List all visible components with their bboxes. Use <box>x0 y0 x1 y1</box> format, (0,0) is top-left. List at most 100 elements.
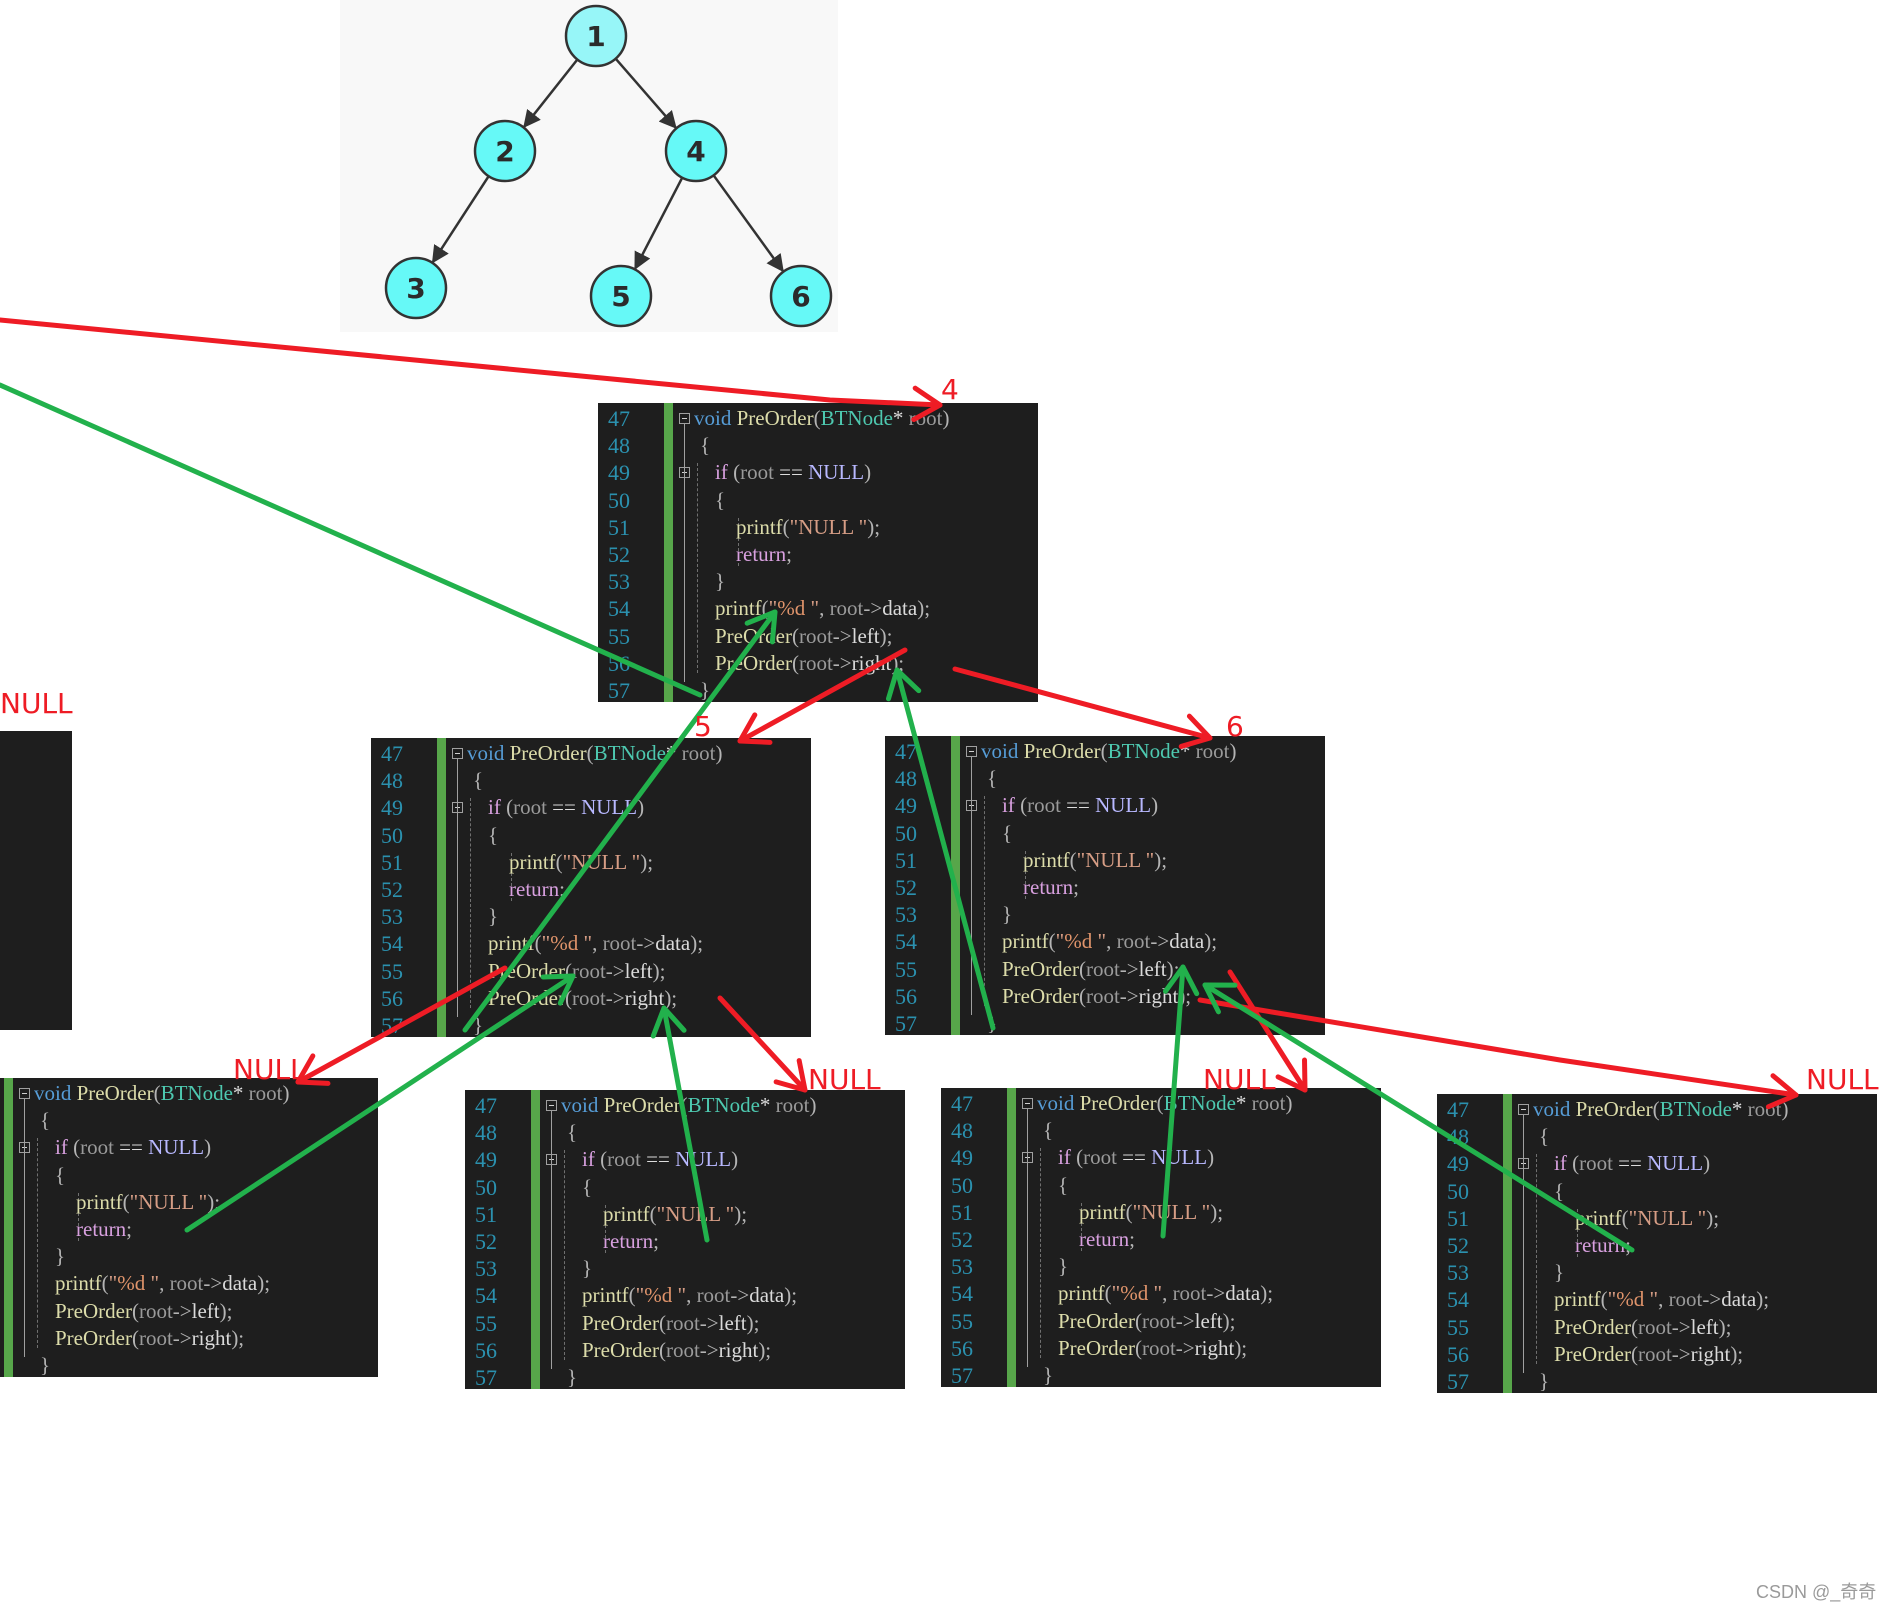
line-number: 54 <box>1447 1287 1469 1313</box>
code-token: root <box>1116 929 1151 954</box>
fold-toggle-icon[interactable] <box>452 748 463 759</box>
code-token: ); <box>734 1201 748 1226</box>
node-label-node-6: 6 <box>1226 710 1244 743</box>
tree-node-circle <box>473 119 537 183</box>
code-token: ( <box>1630 1341 1638 1366</box>
code-token: ) <box>715 741 723 765</box>
fold-toggle-icon[interactable] <box>679 413 690 424</box>
fold-guide-line <box>551 1111 552 1369</box>
code-token: " <box>768 596 778 621</box>
code-token <box>34 1135 55 1159</box>
code-token: ( <box>813 406 821 430</box>
code-token: ( <box>131 1298 139 1323</box>
code-token: %d <box>117 1271 146 1296</box>
code-token <box>694 651 715 675</box>
code-token <box>467 850 509 874</box>
code-line: printf("%d ", root->data); <box>467 930 703 957</box>
code-token: ( <box>1600 1287 1608 1312</box>
code-token: right <box>1138 983 1179 1008</box>
code-token: PreOrder <box>76 1081 154 1105</box>
line-number: 52 <box>951 1227 973 1252</box>
fold-toggle-icon[interactable] <box>966 746 977 757</box>
change-indicator-bar <box>4 1078 13 1377</box>
line-number: 54 <box>475 1283 497 1309</box>
code-token: printf <box>488 931 535 956</box>
line-number: 57 <box>608 678 630 702</box>
code-token: -> <box>1119 983 1139 1008</box>
line-number: 55 <box>951 1308 973 1334</box>
code-token: ; <box>126 1217 132 1241</box>
code-token: -> <box>172 1298 192 1323</box>
line-number: 50 <box>951 1172 973 1198</box>
line-number: 57 <box>381 1013 403 1037</box>
code-line: void PreOrder(BTNode* root) <box>467 740 722 767</box>
line-number: 49 <box>951 1145 973 1171</box>
code-token: -> <box>1150 929 1170 954</box>
code-line: printf("%d ", root->data); <box>34 1270 270 1297</box>
code-token <box>34 1163 55 1187</box>
code-token: ; <box>786 542 792 566</box>
code-token: printf <box>1575 1205 1622 1230</box>
code-line: } <box>987 1010 997 1035</box>
code-token <box>694 569 715 593</box>
fold-toggle-icon[interactable] <box>1022 1098 1033 1109</box>
code-token: ( <box>600 1147 608 1172</box>
code-token: right <box>851 650 892 675</box>
line-number: 52 <box>475 1229 497 1254</box>
fold-toggle-icon[interactable] <box>546 1100 557 1111</box>
code-token: ) <box>731 1147 739 1172</box>
code-token: " <box>1148 1281 1163 1306</box>
code-token: "NULL " <box>656 1201 735 1226</box>
code-token: root <box>138 1325 173 1350</box>
code-token: , <box>686 1283 697 1308</box>
code-token: root <box>1085 983 1120 1008</box>
line-number: 52 <box>608 542 630 567</box>
code-token: NULL <box>1151 1145 1208 1170</box>
code-token: printf <box>1554 1287 1601 1312</box>
code-token: -> <box>699 1310 719 1335</box>
code-token <box>467 823 488 847</box>
code-token: == <box>1060 793 1096 818</box>
indent-guide <box>1536 1154 1537 1364</box>
code-token: root <box>665 1310 700 1335</box>
code-token: { <box>488 822 499 847</box>
code-line: PreOrder(root->right); <box>561 1337 771 1364</box>
code-token: { <box>55 1162 66 1187</box>
code-token: NULL <box>581 795 638 820</box>
indent-guide <box>78 1192 79 1242</box>
change-indicator-bar <box>664 403 673 702</box>
code-token: ( <box>761 596 769 621</box>
fold-toggle-icon[interactable] <box>19 1088 30 1099</box>
code-token: ); <box>1756 1287 1770 1312</box>
fold-toggle-icon[interactable] <box>1518 1104 1529 1115</box>
code-token: -> <box>1206 1281 1226 1306</box>
code-line: PreOrder(root->right); <box>1037 1335 1247 1362</box>
line-number: 52 <box>381 877 403 902</box>
code-token: printf <box>55 1271 102 1296</box>
code-token: void <box>694 406 732 430</box>
code-token: ); <box>1730 1341 1744 1366</box>
line-number: 48 <box>381 768 403 794</box>
code-token: ); <box>652 958 666 983</box>
code-token: root <box>571 958 606 983</box>
code-token: BTNode <box>1659 1097 1732 1121</box>
tree-node-label: 1 <box>586 20 605 53</box>
code-line: printf("NULL "); <box>34 1189 220 1216</box>
code-token: " <box>672 1283 687 1308</box>
code-token: ( <box>564 985 572 1010</box>
code-line: PreOrder(root->left); <box>561 1310 759 1337</box>
code-token <box>561 1147 582 1171</box>
code-token <box>1533 1179 1554 1203</box>
code-line: { <box>700 432 710 459</box>
code-token: return <box>1575 1233 1626 1257</box>
code-token: left <box>1194 1308 1223 1333</box>
code-token: ( <box>122 1189 130 1214</box>
line-number: 47 <box>475 1093 497 1118</box>
code-token: return <box>736 542 787 566</box>
code-token: root <box>696 1283 731 1308</box>
line-number: 50 <box>475 1174 497 1200</box>
code-token: { <box>567 1120 578 1145</box>
code-line: { <box>1037 1172 1068 1199</box>
code-token: " <box>635 1283 645 1308</box>
